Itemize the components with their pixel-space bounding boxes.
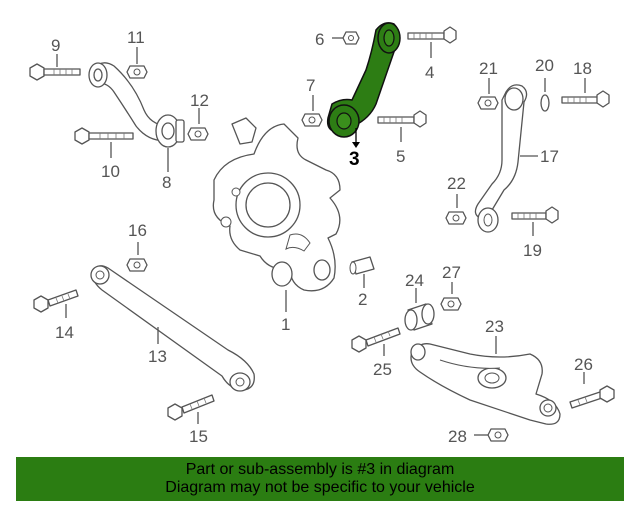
part-8-control-arm (88, 62, 185, 172)
callout-16: 16 (128, 221, 147, 240)
part-3-control-arm-highlighted (326, 22, 401, 148)
part-25-bolt (351, 327, 401, 356)
callout-28: 28 (448, 427, 467, 446)
callout-8: 8 (162, 173, 171, 192)
notice-line-part-number: Part or sub-assembly is #3 in diagram (185, 461, 455, 478)
callout-11: 11 (127, 28, 145, 47)
part-20-washer (540, 78, 550, 112)
callout-13: 13 (148, 347, 167, 366)
callout-10: 10 (101, 162, 120, 181)
callout-6: 6 (315, 30, 324, 49)
callout-5: 5 (396, 147, 405, 166)
callout-4: 4 (425, 63, 434, 82)
part-18-bolt (561, 78, 610, 108)
part-12-nut (187, 108, 209, 141)
callout-12: 12 (190, 91, 209, 110)
part-24-bushing (404, 288, 435, 331)
callout-19: 19 (523, 241, 542, 260)
part-10-bolt (74, 127, 134, 158)
callout-21: 21 (479, 59, 498, 78)
part-6-nut (332, 31, 360, 45)
part-11-nut (126, 47, 148, 79)
callout-26: 26 (574, 355, 593, 374)
callout-18: 18 (573, 59, 592, 78)
callout-14: 14 (55, 323, 74, 342)
callout-9: 9 (51, 36, 60, 55)
callout-20: 20 (535, 56, 554, 75)
callout-3: 3 (349, 149, 360, 170)
part-16-nut (126, 242, 148, 272)
callout-24: 24 (405, 271, 424, 290)
callout-23: 23 (485, 317, 504, 336)
part-2-pin (349, 256, 375, 288)
parts-diagram: 9 8 11 12 10 (29, 22, 615, 446)
part-7-nut (301, 95, 323, 127)
part-19-bolt (511, 206, 559, 236)
callout-25: 25 (373, 360, 392, 379)
part-4-bolt (407, 26, 457, 58)
part-22-nut (445, 194, 467, 225)
part-23-lower-arm (410, 336, 561, 425)
part-9-bolt (29, 54, 81, 81)
notice-line-disclaimer: Diagram may not be specific to your vehi… (165, 479, 475, 496)
callout-1: 1 (281, 315, 290, 334)
callout-15: 15 (189, 427, 208, 446)
part-14-bolt (33, 289, 79, 318)
part-27-nut (440, 282, 462, 311)
callout-17: 17 (540, 147, 559, 166)
part-28-nut (474, 428, 509, 442)
callout-2: 2 (358, 290, 367, 309)
diagram-notice-banner: Part or sub-assembly is #3 in diagram Di… (16, 457, 624, 501)
part-1-knuckle (212, 117, 341, 312)
part-15-bolt (167, 394, 215, 424)
callout-7: 7 (306, 76, 315, 95)
part-5-bolt (377, 110, 427, 142)
part-13-lower-link (90, 265, 255, 392)
part-17-link (474, 84, 538, 233)
part-21-nut (477, 78, 499, 110)
part-26-bolt (569, 372, 615, 409)
callout-27: 27 (442, 263, 461, 282)
callout-22: 22 (447, 174, 466, 193)
